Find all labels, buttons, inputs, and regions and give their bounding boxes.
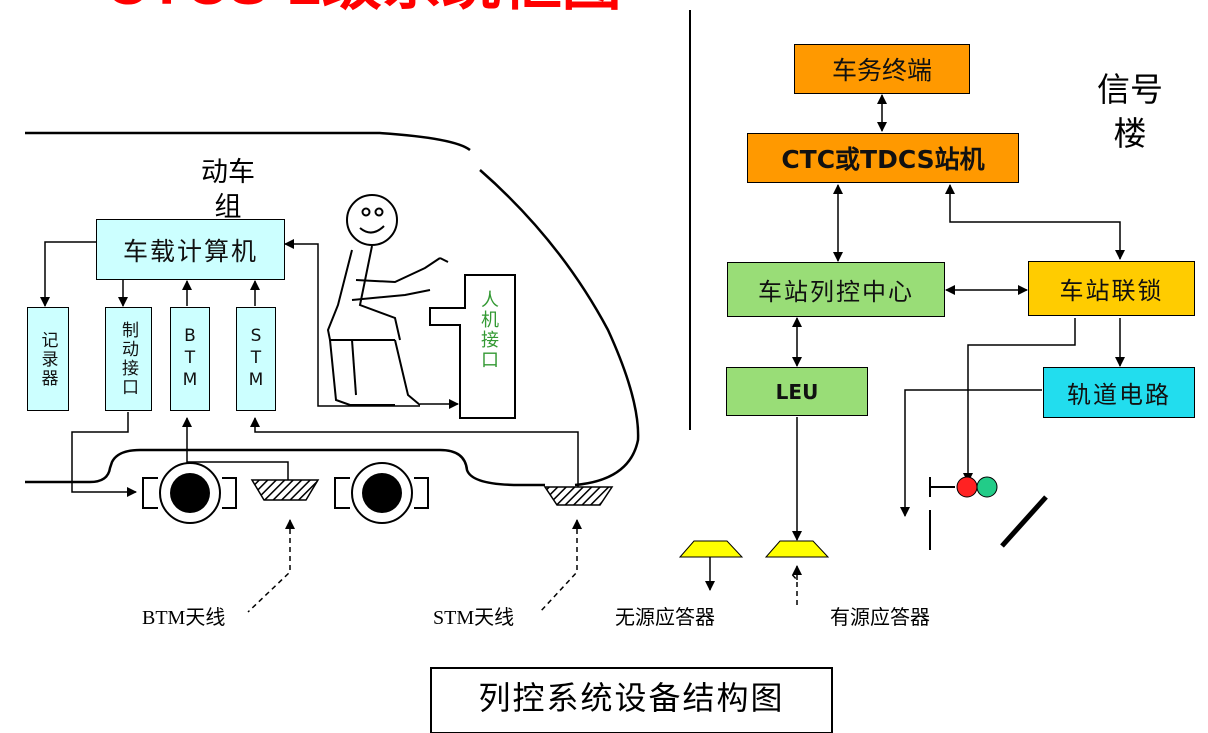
emu-text: 动车组 <box>201 157 255 223</box>
node-brake-interface: 制动接口 <box>105 307 152 411</box>
node-recorder-label: 记录器 <box>37 330 58 388</box>
node-terminal-label: 车务终端 <box>831 56 932 85</box>
active-balise-shape <box>764 540 830 558</box>
stm-antenna-shape <box>543 486 614 506</box>
signal-light <box>929 476 998 550</box>
node-hmi: 人机接口 <box>475 290 503 375</box>
node-track-circuit: 轨道电路 <box>1043 367 1195 418</box>
active-balise-label: 有源应答器 <box>830 607 930 629</box>
node-onboard-computer-label: 车载计算机 <box>122 236 258 266</box>
stm-antenna-label: STM天线 <box>433 607 515 629</box>
passive-balise-shape <box>678 540 744 558</box>
node-leu-label: LEU <box>775 379 819 404</box>
node-stm-label: STM <box>246 326 266 392</box>
wheel-left <box>142 462 237 524</box>
title-fragment: CTCS-2级系统框图 <box>105 0 622 17</box>
node-brake-interface-label: 制动接口 <box>118 321 138 397</box>
node-stm: STM <box>236 307 276 411</box>
node-btm-label: BTM <box>180 326 200 392</box>
signal-building-text: 信号楼 <box>1097 70 1163 153</box>
node-leu: LEU <box>726 367 868 416</box>
signal-building-label: 信号楼 <box>1090 68 1170 156</box>
node-btm: BTM <box>170 307 210 411</box>
caption: 列控系统设备结构图 <box>478 679 785 717</box>
wheel-right <box>334 462 429 524</box>
node-ctc-station: CTC或TDCS站机 <box>747 133 1019 183</box>
hmi-console <box>429 274 516 419</box>
node-ctc-station-label: CTC或TDCS站机 <box>781 145 985 174</box>
node-station-tcc-label: 车站列控中心 <box>758 278 914 306</box>
node-station-tcc: 车站列控中心 <box>727 262 945 317</box>
node-hmi-label: 人机接口 <box>478 290 499 370</box>
train-body <box>25 131 640 487</box>
caption-frame <box>430 667 833 733</box>
passive-balise-label: 无源应答器 <box>615 607 715 629</box>
track-rail-slash <box>1000 495 1048 548</box>
node-track-circuit-label: 轨道电路 <box>1067 381 1171 409</box>
node-interlocking-label: 车站联锁 <box>1059 277 1164 305</box>
btm-antenna-shape <box>250 479 320 501</box>
emu-label: 动车组 <box>193 155 263 225</box>
driver-figure <box>326 194 449 406</box>
node-interlocking: 车站联锁 <box>1028 261 1195 316</box>
node-onboard-computer: 车载计算机 <box>96 219 285 280</box>
node-recorder: 记录器 <box>27 307 69 411</box>
btm-antenna-label: BTM天线 <box>142 607 226 629</box>
node-terminal: 车务终端 <box>794 44 970 94</box>
